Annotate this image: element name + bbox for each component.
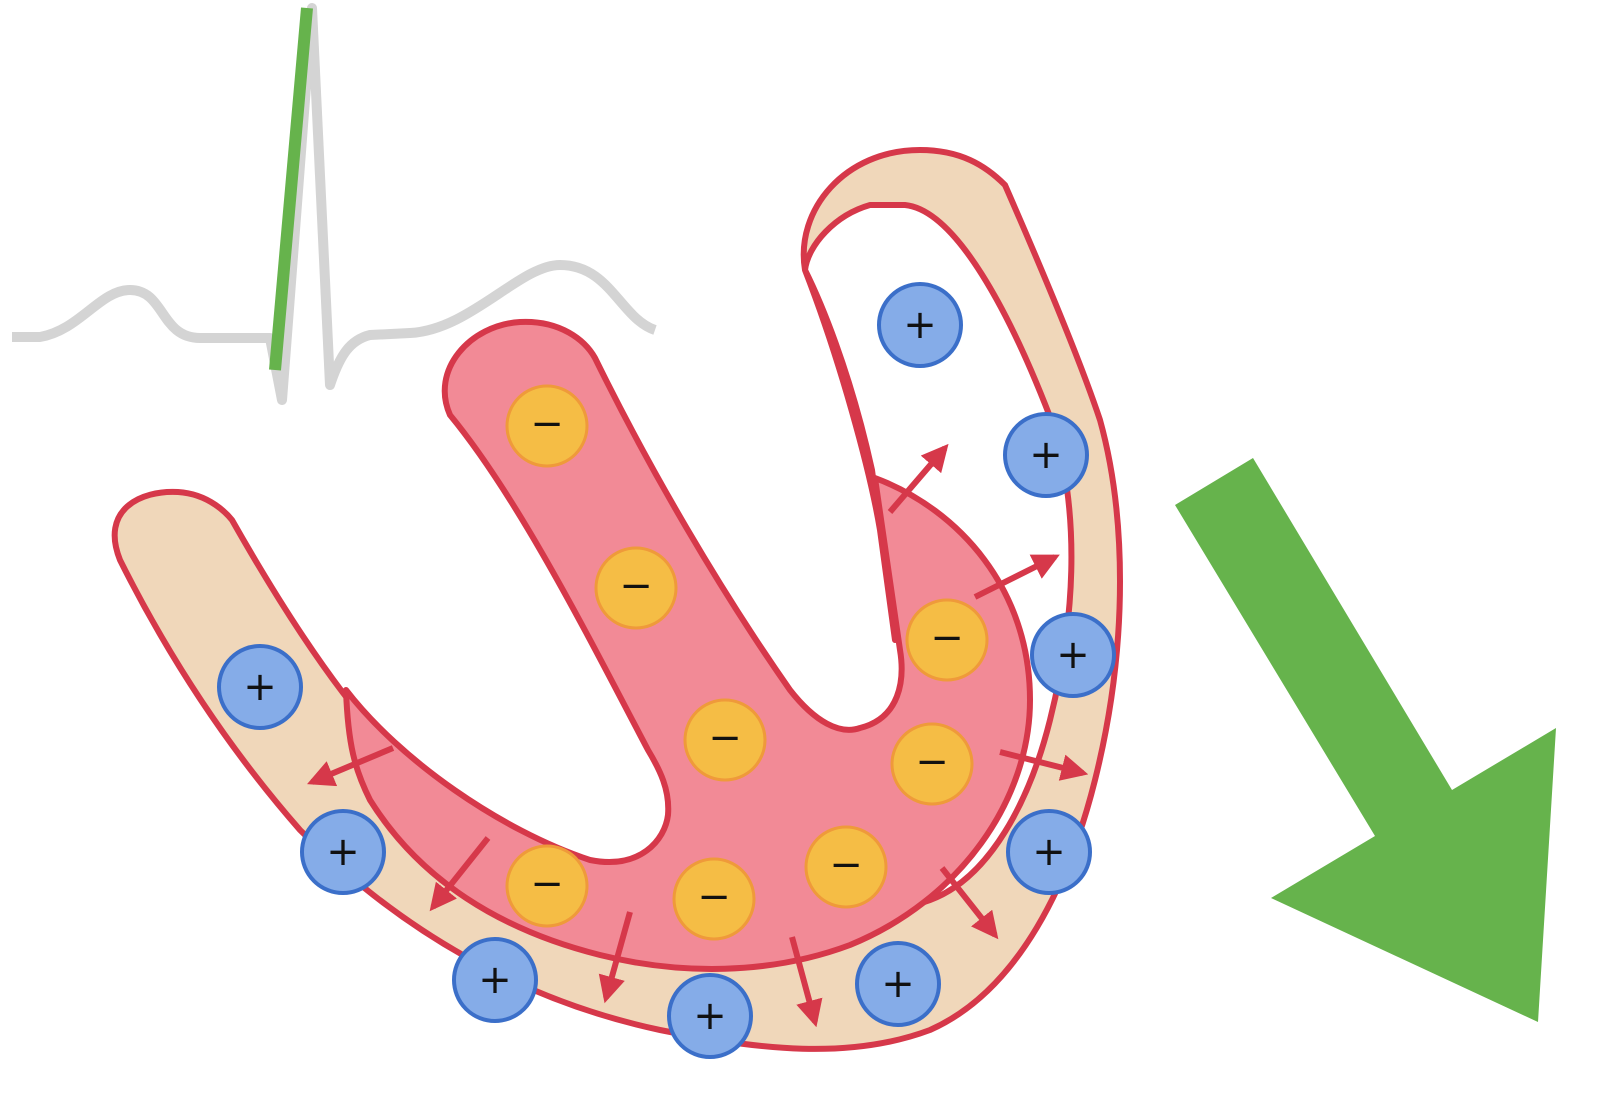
negative-ions: − − − − − − − − bbox=[505, 384, 989, 941]
positive-ions: + + + + + + + + + bbox=[217, 282, 1116, 1059]
positive-ion: + bbox=[1003, 412, 1089, 498]
negative-ion: − bbox=[905, 598, 989, 682]
negative-ion: − bbox=[505, 384, 589, 468]
current-arrow bbox=[789, 936, 823, 1028]
current-arrow bbox=[973, 554, 1060, 600]
minus-sign-icon: − bbox=[619, 563, 653, 609]
positive-ion: + bbox=[667, 973, 753, 1059]
plus-sign-icon: + bbox=[1032, 829, 1066, 875]
minus-sign-icon: − bbox=[530, 861, 564, 907]
negative-ion: − bbox=[672, 857, 756, 941]
current-arrow bbox=[939, 866, 999, 940]
ecg-trace bbox=[12, 3, 657, 405]
negative-ion: − bbox=[804, 825, 888, 909]
positive-ion: + bbox=[217, 644, 303, 730]
plus-sign-icon: + bbox=[881, 961, 915, 1007]
minus-sign-icon: − bbox=[697, 874, 731, 920]
positive-ion: + bbox=[452, 937, 538, 1023]
plus-sign-icon: + bbox=[903, 302, 937, 348]
current-arrows bbox=[307, 443, 1089, 1028]
positive-ion: + bbox=[300, 809, 386, 895]
large-arrow-down-right-icon bbox=[1175, 458, 1556, 1022]
minus-sign-icon: − bbox=[915, 739, 949, 785]
minus-sign-icon: − bbox=[930, 615, 964, 661]
inner-tissue-depolarized bbox=[343, 318, 1033, 972]
minus-sign-icon: − bbox=[829, 842, 863, 888]
negative-ion: − bbox=[890, 722, 974, 806]
ecg-r-wave-highlight bbox=[269, 7, 313, 371]
plus-sign-icon: + bbox=[693, 993, 727, 1039]
plus-sign-icon: + bbox=[1056, 632, 1090, 678]
plus-sign-icon: + bbox=[478, 957, 512, 1003]
current-arrow bbox=[999, 749, 1089, 781]
positive-ion: + bbox=[877, 282, 963, 368]
current-arrow bbox=[307, 745, 395, 787]
negative-ion: − bbox=[683, 698, 767, 782]
ecg-baseline-trace bbox=[12, 3, 657, 405]
plus-sign-icon: + bbox=[243, 664, 277, 710]
minus-sign-icon: − bbox=[708, 715, 742, 761]
current-arrow bbox=[429, 836, 491, 912]
negative-ion: − bbox=[594, 546, 678, 630]
positive-ion: + bbox=[855, 941, 941, 1027]
negative-ion: − bbox=[505, 844, 589, 928]
positive-ion: + bbox=[1030, 612, 1116, 698]
current-arrow bbox=[887, 443, 949, 514]
plus-sign-icon: + bbox=[1029, 432, 1063, 478]
plus-sign-icon: + bbox=[326, 829, 360, 875]
current-arrow bbox=[598, 911, 633, 1004]
positive-ion: + bbox=[1006, 809, 1092, 895]
minus-sign-icon: − bbox=[530, 401, 564, 447]
